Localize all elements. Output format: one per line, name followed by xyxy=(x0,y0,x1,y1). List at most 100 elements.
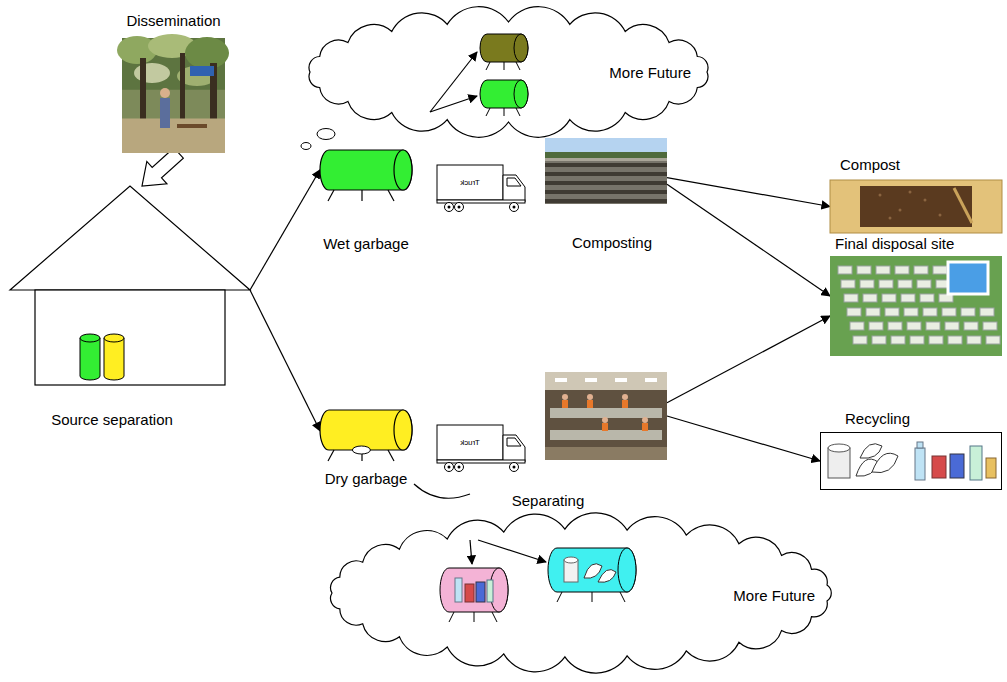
lorry-icon xyxy=(437,425,503,460)
photo-stick xyxy=(954,188,972,223)
photo-cell xyxy=(882,294,896,302)
bin-icon xyxy=(557,592,562,602)
bin-body xyxy=(320,410,412,450)
caption-text: Compost xyxy=(840,156,900,174)
bin-icon xyxy=(564,557,578,563)
node-shape xyxy=(320,410,412,462)
photo-panel: Composting xyxy=(545,138,667,204)
leaf-drawing xyxy=(872,453,898,472)
lorry-icon xyxy=(455,203,464,212)
photo-pool xyxy=(948,262,988,294)
photo-cell xyxy=(885,308,899,316)
photo-cell xyxy=(986,336,1000,344)
thought-tail xyxy=(414,484,470,498)
photo-cell xyxy=(857,266,871,274)
caption-text: Dry garbage xyxy=(325,470,408,488)
lorry-icon xyxy=(513,466,516,469)
photo-light xyxy=(585,378,597,382)
bin-lid xyxy=(394,150,412,190)
photo-person xyxy=(160,88,170,98)
bin-icon xyxy=(514,34,528,62)
bin-icon xyxy=(480,80,528,116)
lorry-icon xyxy=(507,178,521,186)
node-shape xyxy=(830,256,1002,356)
photo-worker xyxy=(562,400,568,408)
bin-icon xyxy=(504,62,505,70)
house-outline: Source separation xyxy=(10,186,250,386)
jar-drawing xyxy=(986,458,996,478)
photo-cell xyxy=(929,336,943,344)
photo-cell xyxy=(850,322,864,330)
photo-cell xyxy=(910,336,924,344)
photo-cell xyxy=(907,322,921,330)
bottle-drawing xyxy=(917,442,923,448)
block-arrow xyxy=(142,148,183,186)
lorry-icon xyxy=(503,435,525,462)
lorry-icon xyxy=(437,425,525,472)
photo-panel: Final disposal site xyxy=(830,256,1002,356)
bin-icon xyxy=(80,338,100,380)
lorry-icon xyxy=(510,463,519,472)
node-shape xyxy=(545,138,667,204)
bin-icon xyxy=(618,548,636,592)
lorry-icon xyxy=(458,206,461,209)
photo-row xyxy=(545,190,667,194)
photo-worker xyxy=(602,423,608,431)
pointer-arrow xyxy=(430,52,546,564)
bin-icon xyxy=(455,578,462,602)
thought-cloud: More Future xyxy=(318,515,843,671)
photo-cell xyxy=(888,322,902,330)
photo-cell xyxy=(948,336,962,344)
photo-worker xyxy=(642,423,648,431)
photo-grain xyxy=(899,209,902,212)
photo-hall xyxy=(545,372,667,460)
photo-panel: Separating xyxy=(545,372,667,460)
bin-icon xyxy=(480,80,528,108)
bin-icon xyxy=(487,580,493,602)
bin-icon xyxy=(476,582,485,602)
caption-text: More Future xyxy=(733,587,815,605)
photo-light xyxy=(645,378,657,382)
photo-grain xyxy=(924,199,927,202)
photo-cell xyxy=(895,266,909,274)
bin-icon xyxy=(80,334,100,342)
cloud-outline xyxy=(309,7,708,138)
bin-leg xyxy=(361,190,362,201)
photo-grain xyxy=(909,191,912,194)
bottle-drawing xyxy=(915,448,925,480)
pointer-arrow xyxy=(430,52,477,112)
photo-cell xyxy=(914,266,928,274)
flow-arrow xyxy=(667,416,820,461)
lorry-icon xyxy=(448,206,451,209)
photo-shed xyxy=(545,158,667,161)
paper-roll xyxy=(828,444,850,452)
photo-cell xyxy=(923,308,937,316)
lorry-icon xyxy=(445,463,454,472)
node-shape xyxy=(10,186,250,386)
photo-cell xyxy=(967,336,981,344)
lorry-icon xyxy=(458,466,461,469)
bin-icon xyxy=(104,334,124,342)
node-shape xyxy=(320,150,412,202)
bin-icon xyxy=(584,564,602,579)
caption-text: Wet garbage xyxy=(323,235,409,253)
photo-trees xyxy=(545,152,667,158)
photo-worker xyxy=(622,394,628,400)
photo-light xyxy=(555,378,567,382)
photo-cell xyxy=(841,280,855,288)
photo-worker xyxy=(622,400,628,408)
photo-cell xyxy=(853,336,867,344)
lorry-icon xyxy=(445,203,454,212)
node-shape xyxy=(820,432,1002,490)
photo-cell xyxy=(879,280,893,288)
photo-cell xyxy=(898,280,912,288)
bin-body xyxy=(320,150,412,190)
lorry-icon xyxy=(513,206,516,209)
bin-hole xyxy=(352,446,370,454)
caption-text: More Future xyxy=(609,64,691,82)
photo-foliage xyxy=(134,63,170,83)
photo-cell xyxy=(872,336,886,344)
can-drawing xyxy=(932,456,946,478)
pointer-arrow xyxy=(478,540,546,562)
